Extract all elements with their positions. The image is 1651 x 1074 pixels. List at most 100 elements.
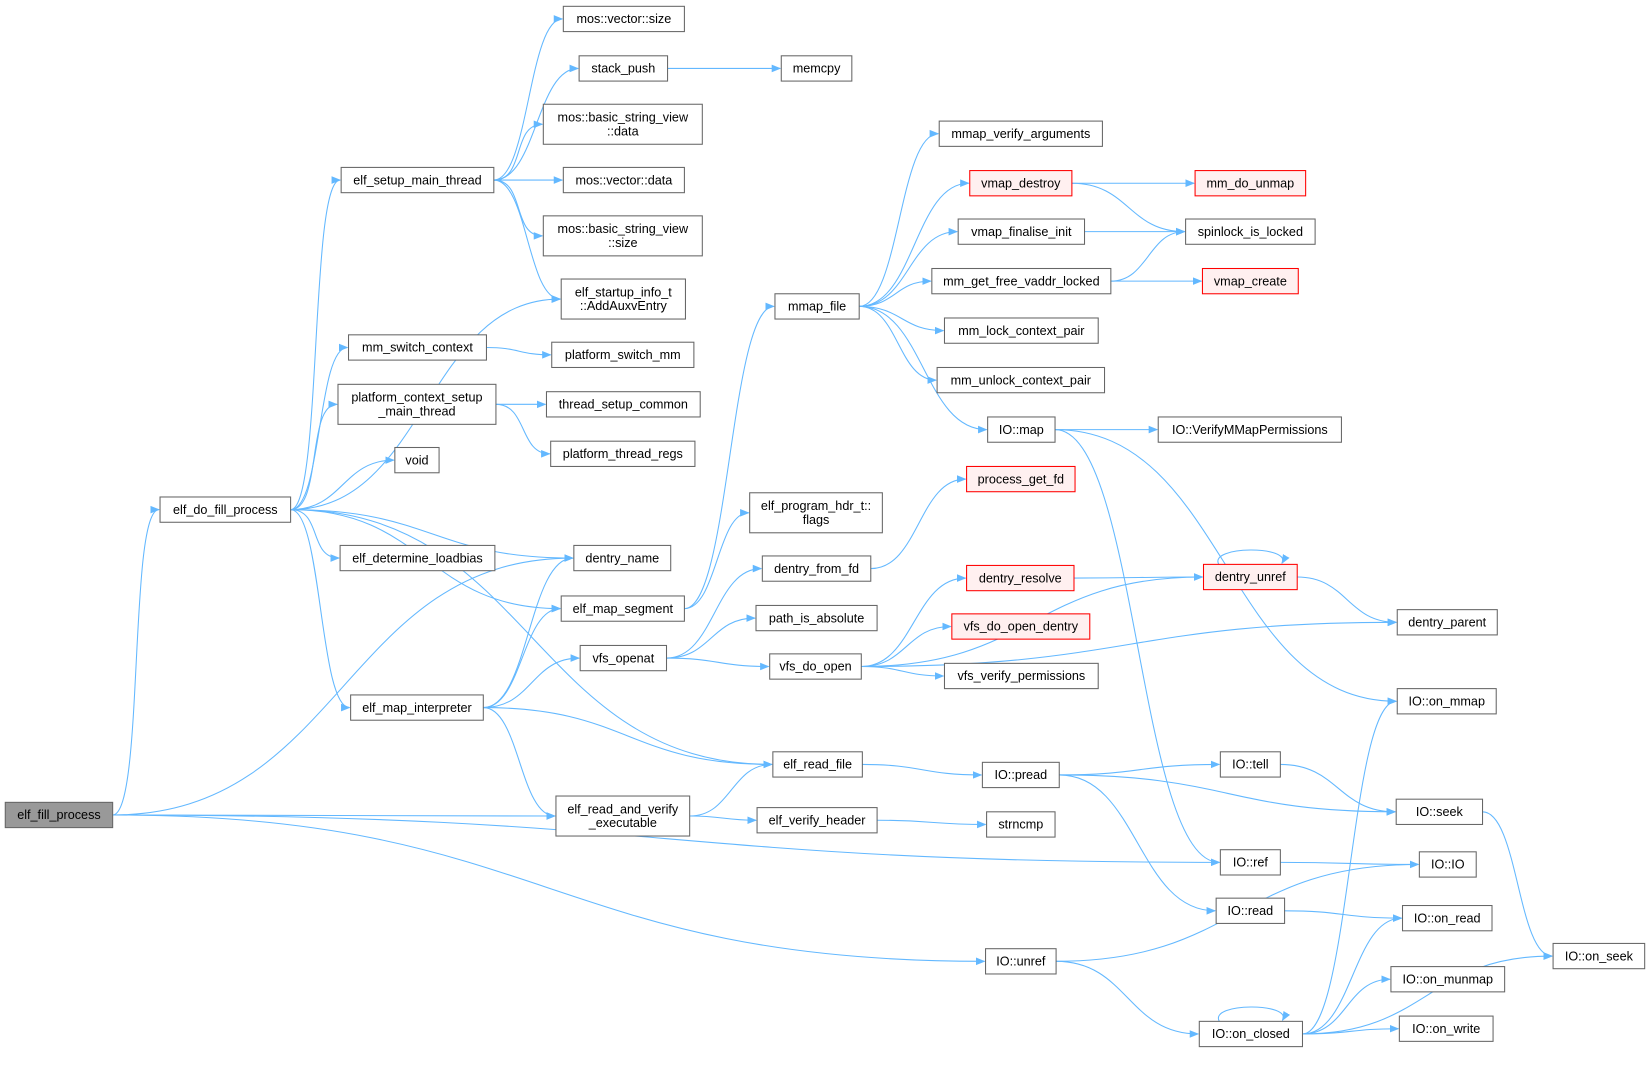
node-label: mmap_file (788, 300, 846, 314)
function-node-IO_VerifyMMapPermissions[interactable]: IO::VerifyMMapPermissions (1157, 416, 1342, 443)
function-node-thread_setup_common[interactable]: thread_setup_common (545, 391, 701, 418)
node-label: elf_do_fill_process (173, 503, 278, 517)
function-node-elf_fill_process[interactable]: elf_fill_process (4, 801, 114, 829)
node-label: vmap_destroy (981, 176, 1061, 190)
call-edge-elf_fill_process-to-dentry_name (112, 554, 574, 816)
call-edge-mmap_file-to-mm_get_free_vaddr_locked (859, 277, 932, 307)
function-node-IO_map[interactable]: IO::map (987, 416, 1056, 443)
function-node-IO_on_munmap[interactable]: IO::on_munmap (1390, 966, 1506, 993)
node-label: vfs_verify_permissions (957, 669, 1085, 683)
node-label: dentry_name (585, 551, 659, 565)
function-node-dentry_parent[interactable]: dentry_parent (1396, 609, 1498, 636)
function-node-phdr_flags[interactable]: elf_program_hdr_t::flags (749, 492, 883, 534)
function-node-dentry_resolve[interactable]: dentry_resolve (966, 564, 1075, 592)
node-label: elf_fill_process (17, 808, 101, 822)
call-edge-dentry_resolve-to-dentry_unref (1073, 573, 1204, 581)
node-box (772, 751, 863, 778)
function-node-strncmp[interactable]: strncmp (986, 811, 1056, 838)
function-node-stack_push[interactable]: stack_push (578, 55, 669, 82)
function-node-IO_tell[interactable]: IO::tell (1219, 751, 1281, 778)
function-node-dentry_name[interactable]: dentry_name (573, 544, 672, 572)
function-node-vmap_finalise_init[interactable]: vmap_finalise_init (957, 218, 1086, 245)
function-node-dentry_from_fd[interactable]: dentry_from_fd (761, 555, 872, 582)
function-node-IO_on_seek[interactable]: IO::on_seek (1552, 942, 1646, 970)
function-node-IO_pread[interactable]: IO::pread (981, 761, 1060, 789)
function-node-mm_unlock_context_pair[interactable]: mm_unlock_context_pair (936, 366, 1106, 394)
call-edge-vmap_destroy-to-spinlock_is_locked (1071, 182, 1186, 236)
node-label: elf_read_file (783, 758, 852, 772)
node-box (1202, 563, 1298, 591)
function-node-mm_get_free_vaddr_locked[interactable]: mm_get_free_vaddr_locked (931, 267, 1112, 295)
function-node-spinlock_is_locked[interactable]: spinlock_is_locked (1185, 218, 1316, 245)
function-node-bsv_size[interactable]: mos::basic_string_view::size (542, 215, 703, 257)
function-node-IO_on_write[interactable]: IO::on_write (1398, 1015, 1494, 1042)
function-node-IO_on_read[interactable]: IO::on_read (1401, 905, 1493, 932)
function-node-IO_read[interactable]: IO::read (1215, 897, 1286, 924)
function-node-vector_data[interactable]: mos::vector::data (562, 166, 685, 194)
call-edge-dentry_from_fd-to-process_get_fd (870, 475, 967, 570)
node-box (562, 166, 685, 194)
node-box (562, 5, 685, 33)
function-node-dentry_unref[interactable]: dentry_unref (1202, 563, 1298, 591)
function-node-elf_read_file[interactable]: elf_read_file (772, 751, 863, 778)
call-edge-mmap_file-to-IO_map (859, 305, 988, 434)
function-node-IO_unref[interactable]: IO::unref (985, 948, 1057, 975)
function-node-elf_setup_main_thread[interactable]: elf_setup_main_thread (340, 166, 495, 194)
function-node-vector_size[interactable]: mos::vector::size (562, 5, 685, 33)
function-node-elf_determine_loadbias[interactable]: elf_determine_loadbias (339, 544, 496, 572)
function-node-IO_on_closed[interactable]: IO::on_closed (1198, 1020, 1304, 1048)
node-box (1418, 851, 1477, 878)
node-label: memcpy (793, 62, 841, 76)
node-box (1396, 609, 1498, 636)
node-label: IO::read (1228, 904, 1274, 918)
function-node-mm_do_unmap[interactable]: mm_do_unmap (1194, 170, 1307, 197)
node-label: vfs_do_open (779, 660, 851, 674)
function-node-mm_switch_context[interactable]: mm_switch_context (347, 334, 487, 361)
call-edge-IO_on_closed-to-IO_on_closed (1218, 1006, 1291, 1022)
node-label: vmap_finalise_init (971, 225, 1072, 239)
function-node-mmap_verify_arguments[interactable]: mmap_verify_arguments (938, 120, 1103, 147)
node-box (1552, 942, 1646, 970)
function-node-AddAuxvEntry[interactable]: elf_startup_info_t::AddAuxvEntry (560, 278, 686, 320)
function-node-vfs_do_open_dentry[interactable]: vfs_do_open_dentry (951, 613, 1091, 640)
function-node-bsv_data[interactable]: mos::basic_string_view::data (542, 103, 703, 145)
function-node-vfs_verify_permissions[interactable]: vfs_verify_permissions (943, 662, 1099, 690)
function-node-IO_on_mmap[interactable]: IO::on_mmap (1396, 688, 1497, 715)
function-node-elf_do_fill_process[interactable]: elf_do_fill_process (159, 496, 292, 523)
node-box (1201, 267, 1299, 295)
function-node-mm_lock_context_pair[interactable]: mm_lock_context_pair (943, 317, 1099, 344)
node-label: platform_switch_mm (565, 348, 681, 362)
node-label: elf_startup_info_t::AddAuxvEntry (575, 285, 672, 313)
function-node-mmap_file[interactable]: mmap_file (774, 293, 860, 320)
function-node-elf_map_interpreter[interactable]: elf_map_interpreter (350, 694, 484, 721)
function-node-void[interactable]: void (394, 446, 440, 474)
function-node-vfs_openat[interactable]: vfs_openat (579, 644, 668, 672)
function-node-vfs_do_open[interactable]: vfs_do_open (769, 653, 862, 680)
function-node-IO_seek[interactable]: IO::seek (1395, 798, 1484, 825)
function-node-vmap_destroy[interactable]: vmap_destroy (969, 170, 1073, 197)
node-box (943, 317, 1099, 344)
node-label: dentry_unref (1215, 570, 1286, 584)
node-box (578, 55, 669, 82)
node-label: IO::seek (1416, 805, 1464, 819)
call-edge-vfs_do_open-to-dentry_resolve (861, 574, 967, 668)
function-node-vmap_create[interactable]: vmap_create (1201, 267, 1299, 295)
call-edge-elf_map_interpreter-to-elf_map_segment (483, 604, 562, 709)
node-label: IO::VerifyMMapPermissions (1172, 423, 1328, 437)
function-node-IO_IO[interactable]: IO::IO (1418, 851, 1477, 878)
function-node-IO_ref[interactable]: IO::ref (1219, 849, 1281, 876)
function-node-elf_read_and_verify_executable[interactable]: elf_read_and_verify_executable (555, 795, 691, 837)
function-node-elf_verify_header[interactable]: elf_verify_header (756, 807, 878, 834)
function-node-platform_switch_mm[interactable]: platform_switch_mm (551, 341, 695, 369)
function-node-process_get_fd[interactable]: process_get_fd (966, 465, 1076, 493)
function-node-platform_thread_regs[interactable]: platform_thread_regs (550, 440, 696, 467)
nodes-layer: elf_fill_process elf_do_fill_process elf_s… (4, 5, 1646, 1048)
node-box (159, 496, 292, 523)
call-edge-vfs_do_open-to-vfs_do_open_dentry (861, 622, 952, 668)
call-edge-IO_on_closed-to-IO_on_read (1302, 914, 1403, 1035)
node-box (1219, 751, 1281, 778)
function-node-memcpy[interactable]: memcpy (780, 55, 853, 82)
function-node-elf_map_segment[interactable]: elf_map_segment (560, 595, 685, 622)
function-node-platform_context_setup_main_thread[interactable]: platform_context_setup_main_thread (337, 383, 497, 425)
function-node-path_is_absolute[interactable]: path_is_absolute (755, 604, 878, 632)
